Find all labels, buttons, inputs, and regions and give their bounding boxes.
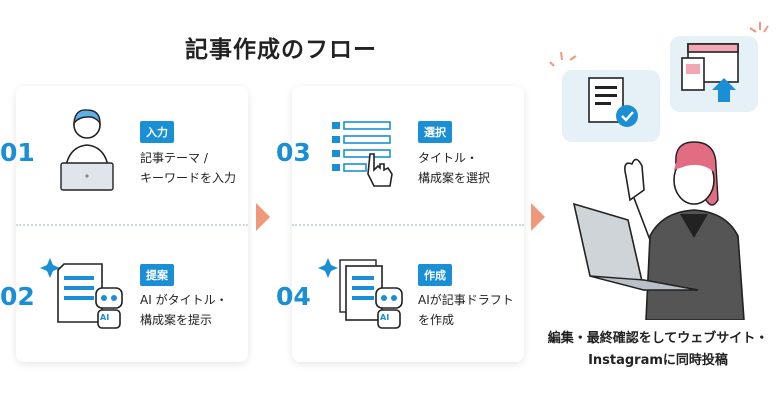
desc-line: 記事テーマ / [140, 151, 208, 165]
ai-label: AI [380, 313, 390, 322]
page-title: 記事作成のフロー [185, 37, 377, 63]
step-description: AIが記事ドラフト を作成 [418, 290, 514, 330]
desc-line: 構成案を提示 [140, 313, 213, 327]
step-number: 03 [276, 138, 311, 167]
desc-line: を作成 [418, 313, 455, 327]
step-number: 02 [0, 282, 35, 311]
step-badge: 作成 [418, 264, 452, 286]
dotted-divider [16, 224, 248, 226]
step-badge: 選択 [418, 121, 452, 143]
caption-line: Instagramに同時投稿 [588, 353, 728, 368]
desc-line: AIが記事ドラフト [418, 293, 514, 307]
step-description: タイトル・ 構成案を選択 [418, 148, 490, 188]
document-check-icon [588, 77, 638, 127]
ai-document-robot-icon [40, 258, 123, 329]
desc-line: AI がタイトル・ [140, 293, 228, 307]
browser-upload-icon [681, 43, 739, 102]
flow-arrow-icon [256, 203, 270, 231]
step-description: AI がタイトル・ 構成案を提示 [140, 290, 228, 330]
ai-documents-robot-icon [318, 258, 403, 329]
person-laptop-icon [60, 109, 114, 191]
caption-line: 編集・最終確認をしてウェブサイト・ [547, 331, 769, 346]
desc-line: タイトル・ [418, 151, 479, 165]
flow-arrow-icon [531, 203, 545, 231]
step-number: 04 [276, 282, 311, 311]
dotted-divider [292, 224, 524, 226]
flow-panel-middle [292, 86, 524, 362]
step-badge: 入力 [140, 121, 174, 143]
desc-line: 構成案を選択 [418, 171, 491, 185]
sparkle-lines-icon [749, 22, 769, 33]
ai-label: AI [100, 313, 110, 322]
list-select-icon [332, 121, 393, 187]
final-step-caption: 編集・最終確認をしてウェブサイト・ Instagramに同時投稿 [536, 328, 780, 372]
woman-laptop-illustration [572, 141, 745, 320]
flow-panel-left [16, 86, 248, 362]
step-description: 記事テーマ / キーワードを入力 [140, 148, 236, 188]
step-number: 01 [0, 138, 35, 167]
sparkle-lines-icon [549, 51, 577, 67]
desc-line: キーワードを入力 [140, 171, 237, 185]
step-badge: 提案 [140, 264, 174, 286]
